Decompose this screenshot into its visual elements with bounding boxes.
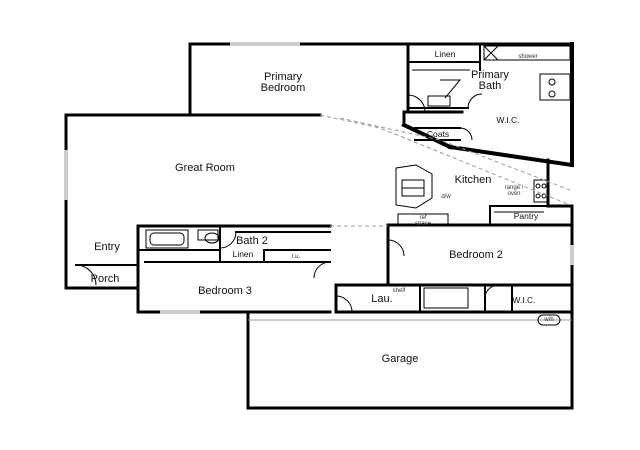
interior-walls bbox=[75, 42, 575, 314]
windows bbox=[64, 42, 574, 314]
label-linen-lower: Linen bbox=[232, 249, 254, 259]
label-garage: Garage bbox=[381, 353, 419, 365]
label-pantry: Pantry bbox=[513, 211, 539, 221]
label-dw: d/w bbox=[441, 194, 451, 200]
label-wh: w/h bbox=[544, 317, 554, 323]
label-coats: Coats bbox=[426, 129, 450, 139]
door-swings bbox=[75, 93, 500, 313]
label-kitchen: Kitchen bbox=[454, 174, 492, 186]
label-shower: shower bbox=[518, 54, 538, 60]
label-great-room: Great Room bbox=[175, 162, 235, 174]
label-range-oven: range /oven bbox=[504, 185, 524, 197]
label-bedroom-3: Bedroom 3 bbox=[198, 285, 252, 297]
label-wic-upper: W.I.C. bbox=[496, 115, 520, 125]
label-bedroom-2: Bedroom 2 bbox=[449, 249, 503, 261]
label-linen-upper: Linen bbox=[434, 49, 456, 59]
label-porch: Porch bbox=[90, 273, 120, 285]
fixtures bbox=[145, 45, 572, 326]
label-bath-2: Bath 2 bbox=[236, 235, 268, 247]
label-shelf: shelf bbox=[392, 288, 406, 294]
label-laundry: Lau. bbox=[371, 293, 393, 305]
label-wic-lower: W.I.C. bbox=[512, 295, 536, 305]
label-entry: Entry bbox=[94, 241, 120, 253]
label-tub: t.u. bbox=[291, 254, 301, 260]
